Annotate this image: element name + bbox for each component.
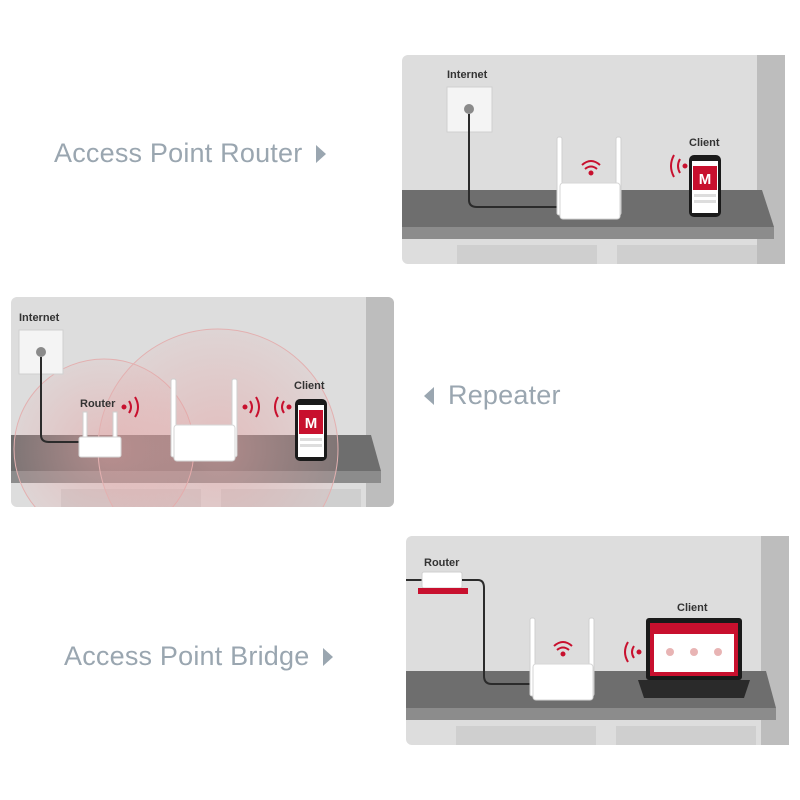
scene-ap-bridge-illustration: Router Client — [406, 536, 789, 745]
router-label: Router — [424, 557, 460, 569]
signal-waves-icon — [274, 396, 292, 418]
wifi-signal-icon — [581, 160, 601, 176]
signal-waves-icon — [670, 154, 688, 178]
ethernet-cable — [462, 579, 538, 685]
client-label: Client — [677, 602, 708, 614]
app-logo — [299, 410, 323, 434]
cabinet-right — [617, 245, 757, 264]
socket-port-icon — [36, 347, 46, 357]
ethernet-cable — [468, 114, 564, 208]
phone-ui-line — [694, 200, 716, 203]
repeater-device — [173, 424, 236, 462]
access-point-device — [532, 663, 594, 701]
small-router — [78, 436, 122, 458]
mode-label-repeater: Repeater — [424, 380, 561, 411]
screen-icon — [690, 648, 698, 656]
phone-ui-line — [300, 438, 322, 441]
signal-waves-icon — [624, 641, 642, 663]
arrow-left-icon — [424, 386, 434, 405]
client-label: Client — [689, 137, 720, 149]
router-device — [559, 182, 621, 220]
internet-label: Internet — [19, 312, 60, 324]
laptop-base — [638, 680, 750, 698]
mode-title: Access Point Bridge — [64, 641, 310, 671]
app-logo — [693, 166, 717, 190]
app-logo-letter: M — [305, 415, 318, 432]
mode-title: Access Point Router — [54, 138, 303, 168]
screen-icon — [666, 648, 674, 656]
cabinet-left — [456, 726, 596, 745]
wall-router — [421, 571, 463, 589]
scene-ap-router-illustration: Internet Client M — [402, 55, 785, 264]
internet-label: Internet — [447, 69, 488, 81]
socket-port-icon — [464, 104, 474, 114]
counter-edge — [402, 227, 774, 239]
mode-title: Repeater — [448, 380, 561, 410]
cabinet-left — [457, 245, 597, 264]
phone-ui-line — [694, 194, 716, 197]
arrow-right-icon — [316, 144, 327, 163]
signal-waves-icon — [242, 396, 260, 418]
scene-repeater-illustration: Internet Router — [11, 297, 394, 507]
counter-edge — [406, 708, 776, 720]
client-label: Client — [294, 380, 325, 392]
scene-access-point-bridge: Router Client — [406, 536, 789, 745]
ethernet-cable — [40, 357, 81, 443]
cabinet-right — [616, 726, 756, 745]
scene-access-point-router: Internet Client M — [402, 55, 785, 264]
mode-label-access-point-bridge: Access Point Bridge — [64, 641, 334, 672]
wifi-signal-icon — [553, 641, 573, 657]
screen-icon — [714, 648, 722, 656]
phone-ui-line — [300, 444, 322, 447]
mode-label-access-point-router: Access Point Router — [54, 138, 327, 169]
app-logo-letter: M — [699, 171, 712, 188]
signal-waves-icon — [121, 396, 139, 418]
scene-repeater: Internet Router — [11, 297, 394, 507]
router-label: Router — [80, 398, 116, 410]
arrow-right-icon — [323, 647, 334, 666]
wall-shelf — [418, 588, 468, 594]
